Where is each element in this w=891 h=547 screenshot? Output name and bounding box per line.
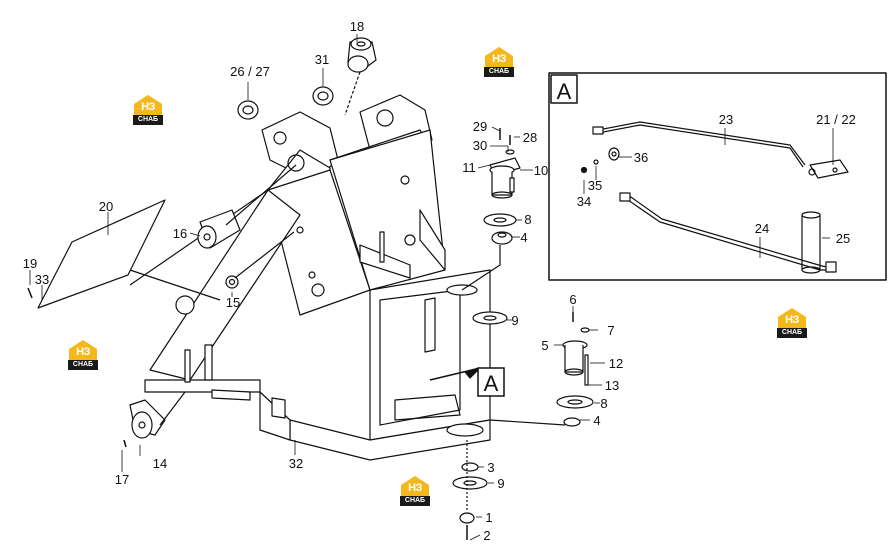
callout-11: 11 bbox=[462, 160, 476, 175]
callout-24: 24 bbox=[755, 221, 769, 236]
watermark-logo: НЗ СНАБ bbox=[66, 340, 100, 372]
callout-18: 18 bbox=[350, 19, 364, 34]
callout-8-upper: 8 bbox=[524, 212, 531, 227]
callout-31: 31 bbox=[315, 52, 329, 67]
callout-20: 20 bbox=[99, 199, 113, 214]
detail-box-label: A bbox=[557, 79, 572, 104]
callout-5: 5 bbox=[541, 338, 548, 353]
leader-lines bbox=[29, 34, 834, 541]
washer-31 bbox=[312, 86, 334, 106]
callout-30: 30 bbox=[473, 138, 487, 153]
callout-23: 23 bbox=[719, 112, 733, 127]
detail-a-contents bbox=[580, 121, 849, 274]
callout-19: 19 bbox=[23, 256, 37, 271]
callout-4-upper: 4 bbox=[520, 230, 527, 245]
bushing-15 bbox=[225, 275, 239, 289]
callout-9-lower: 9 bbox=[497, 476, 504, 491]
callout-32: 32 bbox=[289, 456, 303, 471]
callout-17: 17 bbox=[115, 472, 129, 487]
callout-9-upper: 9 bbox=[511, 313, 518, 328]
callout-26-27: 26 / 27 bbox=[230, 64, 270, 79]
detail-a-frame bbox=[548, 72, 887, 281]
bolt-17 bbox=[123, 439, 127, 448]
bolt-19 bbox=[27, 287, 33, 299]
callout-6: 6 bbox=[569, 292, 576, 307]
pin-16 bbox=[197, 209, 241, 249]
pin-14 bbox=[129, 391, 186, 439]
callout-10: 10 bbox=[534, 163, 548, 178]
watermark-logo: НЗ СНАБ bbox=[482, 47, 516, 79]
callout-8-lower: 8 bbox=[600, 396, 607, 411]
callout-4-lower: 4 bbox=[593, 413, 600, 428]
callout-33: 33 bbox=[35, 272, 49, 287]
callout-7: 7 bbox=[607, 323, 614, 338]
front-frame-body bbox=[129, 94, 491, 461]
plate-20 bbox=[37, 199, 166, 309]
callout-16: 16 bbox=[173, 226, 187, 241]
callout-15: 15 bbox=[226, 295, 240, 310]
washer-26-27 bbox=[237, 100, 259, 120]
callout-36: 36 bbox=[634, 150, 648, 165]
callout-14: 14 bbox=[153, 456, 167, 471]
bottom-pin-assembly bbox=[452, 440, 488, 540]
callout-35: 35 bbox=[588, 178, 602, 193]
callout-12: 12 bbox=[609, 356, 623, 371]
upper-pin-assembly bbox=[461, 128, 521, 291]
callout-21-22: 21 / 22 bbox=[816, 112, 856, 127]
lower-pin-assembly bbox=[489, 312, 594, 427]
callout-25: 25 bbox=[836, 231, 850, 246]
callout-29: 29 bbox=[473, 119, 487, 134]
watermark-logo: НЗ СНАБ bbox=[131, 95, 165, 127]
callout-13: 13 bbox=[605, 378, 619, 393]
washer-9-upper bbox=[472, 311, 508, 325]
view-marker-a: A bbox=[484, 371, 499, 396]
watermark-logo: НЗ СНАБ bbox=[775, 308, 809, 340]
watermark-logo: НЗ СНАБ bbox=[398, 476, 432, 508]
pin-18 bbox=[347, 37, 377, 73]
callout-2: 2 bbox=[483, 528, 490, 543]
callout-1: 1 bbox=[485, 510, 492, 525]
callout-28: 28 bbox=[523, 130, 537, 145]
callout-labels: 18 26 / 27 31 20 16 15 19 33 14 17 32 29… bbox=[23, 19, 856, 543]
callout-34: 34 bbox=[577, 194, 591, 209]
callout-3: 3 bbox=[487, 460, 494, 475]
